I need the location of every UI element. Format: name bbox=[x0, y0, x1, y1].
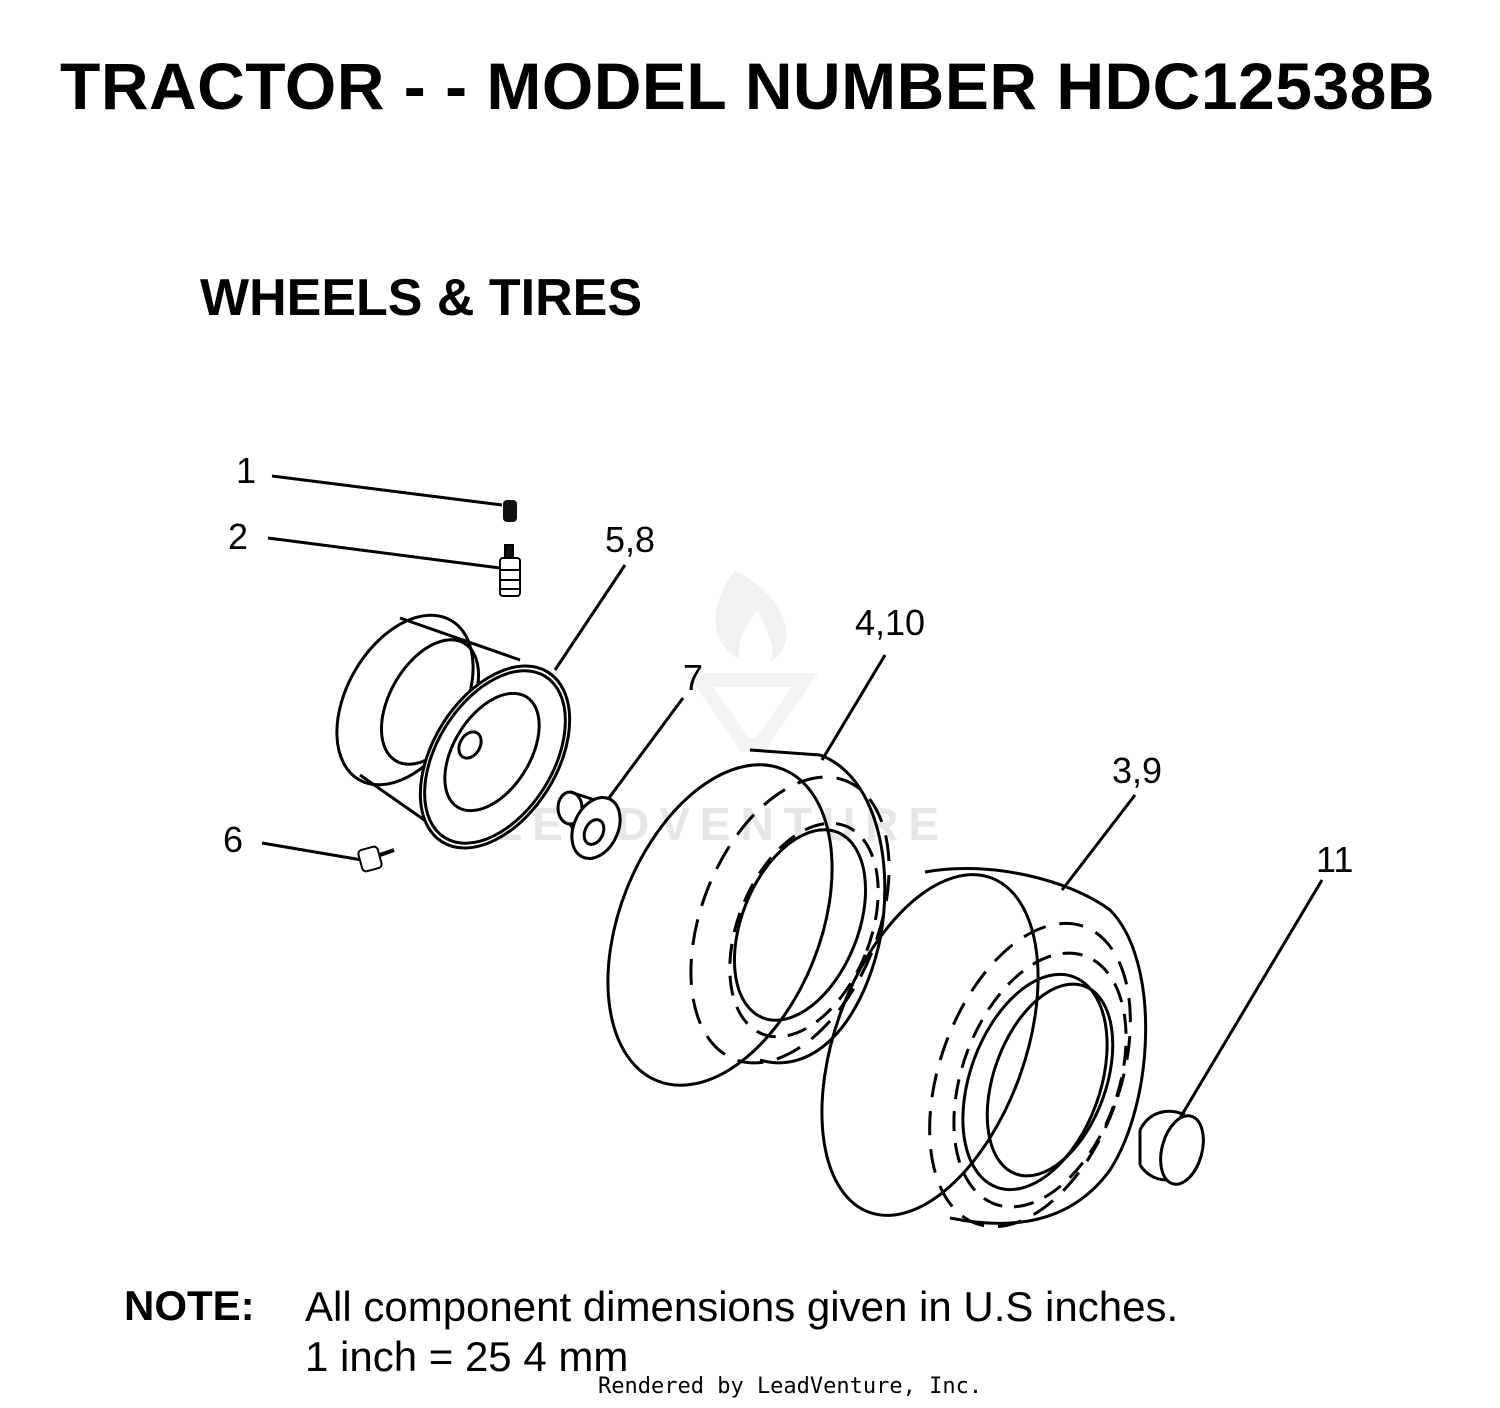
bolt-part bbox=[357, 845, 395, 873]
diagram-title: TRACTOR - - MODEL NUMBER HDC12538B bbox=[60, 49, 1436, 123]
leader-line-11 bbox=[1178, 879, 1324, 1119]
leader-line-1 bbox=[271, 474, 503, 507]
front-tire-part bbox=[606, 748, 891, 1087]
valve-stem-part bbox=[499, 544, 521, 597]
note-text: All component dimensions given in U.S in… bbox=[305, 1282, 1178, 1382]
watermark-logo bbox=[686, 570, 819, 752]
note-line-2: 1 inch = 25 4 mm bbox=[305, 1333, 629, 1380]
rear-tire-part bbox=[820, 866, 1148, 1229]
note-line-1: All component dimensions given in U.S in… bbox=[305, 1283, 1179, 1330]
callout-1: 1 bbox=[236, 450, 256, 491]
leader-line-3-9 bbox=[1060, 794, 1137, 891]
leader-line-4-10 bbox=[820, 654, 887, 761]
leader-line-6 bbox=[261, 841, 363, 862]
leader-line-2 bbox=[267, 536, 501, 570]
valve-cap-part bbox=[503, 500, 517, 522]
leader-lines bbox=[261, 474, 1324, 1119]
callout-4-10: 4,10 bbox=[855, 602, 925, 643]
callout-2: 2 bbox=[228, 516, 248, 557]
callout-11: 11 bbox=[1316, 839, 1353, 880]
note-label: NOTE: bbox=[124, 1282, 255, 1329]
callout-3-9: 3,9 bbox=[1112, 750, 1162, 791]
leader-line-5-8 bbox=[553, 564, 627, 671]
callout-6: 6 bbox=[223, 819, 243, 860]
footer-credit: Rendered by LeadVenture, Inc. bbox=[598, 1374, 983, 1399]
leader-line-7 bbox=[598, 697, 685, 811]
callout-7: 7 bbox=[683, 657, 703, 698]
section-title: WHEELS & TIRES bbox=[200, 269, 643, 327]
bushing-part bbox=[556, 790, 622, 860]
hub-cap-part bbox=[1138, 1109, 1205, 1186]
wheel-rim-part bbox=[335, 613, 572, 850]
callout-5-8: 5,8 bbox=[605, 519, 655, 560]
